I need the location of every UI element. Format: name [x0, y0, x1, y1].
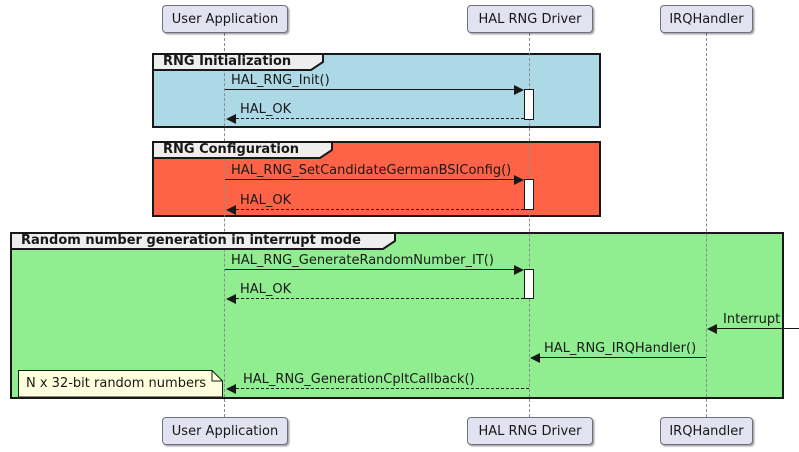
message-label-hal-ok: HAL_OK [240, 193, 292, 208]
message-label-generate-random-number-it: HAL_RNG_GenerateRandomNumber_IT() [231, 253, 494, 268]
group-header-shape [152, 141, 333, 159]
arrowhead-right-icon [514, 265, 524, 275]
message-line [236, 118, 524, 119]
participant-user-application-top: User Application [162, 5, 288, 33]
message-line [225, 269, 515, 270]
group-title-rng-initialization: RNG Initialization [163, 54, 292, 69]
arrowhead-left-icon [226, 384, 236, 394]
group-title-rng-configuration: RNG Configuration [163, 142, 300, 157]
message-label-hal-rng-init: HAL_RNG_Init() [231, 73, 330, 88]
arrowhead-left-icon [226, 205, 236, 215]
activation-bar [524, 89, 534, 120]
group-header-shape [10, 232, 396, 250]
participant-hal-rng-driver-top: HAL RNG Driver [467, 5, 593, 33]
message-line [236, 209, 524, 210]
lifeline-hal-rng-driver [529, 33, 530, 417]
participant-hal-rng-driver-bottom: HAL RNG Driver [467, 417, 593, 445]
message-label-set-candidate-german-bsi-config: HAL_RNG_SetCandidateGermanBSIConfig() [231, 163, 512, 178]
arrowhead-left-icon [226, 114, 236, 124]
arrowhead-right-icon [514, 85, 524, 95]
note-shape [18, 370, 223, 398]
message-line [236, 388, 529, 389]
message-label-generation-cplt-callback: HAL_RNG_GenerationCpltCallback() [243, 372, 475, 387]
arrowhead-left-icon [530, 353, 540, 363]
message-label-hal-ok: HAL_OK [240, 102, 292, 117]
message-line [225, 179, 515, 180]
message-label-interrupt: Interrupt [723, 312, 781, 327]
group-header-shape [152, 53, 324, 71]
lifeline-user-application [224, 33, 225, 417]
participant-irqhandler-top: IRQHandler [660, 5, 753, 33]
message-line [225, 89, 515, 90]
activation-bar [524, 269, 534, 299]
message-label-hal-ok: HAL_OK [240, 282, 292, 297]
activation-bar [524, 179, 534, 210]
participant-irqhandler-bottom: IRQHandler [660, 417, 753, 445]
message-line [236, 298, 524, 299]
message-line [540, 357, 706, 358]
note-random-numbers: N x 32-bit random numbers [26, 376, 207, 391]
group-title-random-number-generation: Random number generation in interrupt mo… [21, 233, 361, 248]
lifeline-irqhandler [706, 33, 707, 417]
message-label-irqhandler-call: HAL_RNG_IRQHandler() [544, 341, 697, 356]
arrowhead-right-icon [514, 175, 524, 185]
arrowhead-left-icon [226, 294, 236, 304]
participant-user-application-bottom: User Application [162, 417, 288, 445]
message-line [717, 328, 799, 329]
arrowhead-left-icon [707, 324, 717, 334]
